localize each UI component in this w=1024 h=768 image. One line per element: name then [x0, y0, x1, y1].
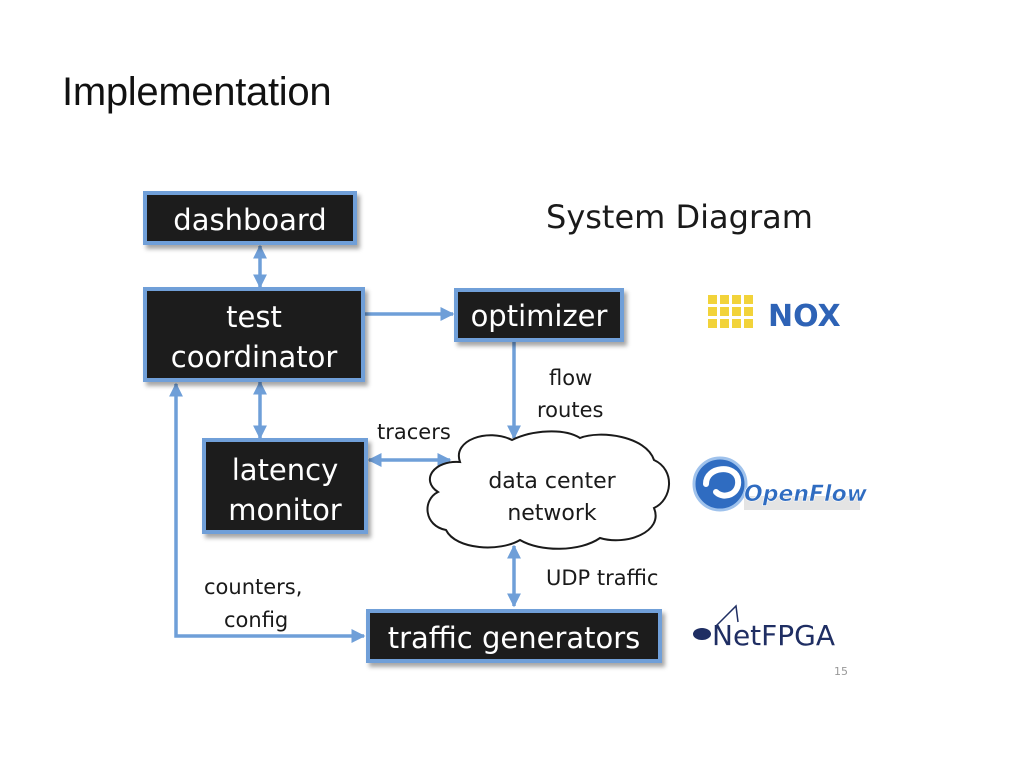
label-counters: counters,: [204, 575, 302, 599]
openflow-logo: OpenFlow: [692, 456, 868, 512]
arrow-counters-config: [169, 382, 366, 643]
page-number: 15: [834, 665, 848, 678]
label-udp-traffic: UDP traffic: [546, 566, 658, 590]
test-coordinator-line2: coordinator: [171, 340, 338, 374]
openflow-logo-text: OpenFlow: [744, 482, 868, 507]
netfpga-logo-text: NetFPGA: [712, 619, 835, 652]
label-config: config: [224, 608, 288, 632]
netfpga-logo: NetFPGA: [693, 604, 835, 652]
nox-logo-text: NOX: [768, 299, 841, 334]
nox-logo: NOX: [708, 295, 841, 334]
label-flow: flow: [549, 366, 592, 390]
nox-logo-mark: [708, 295, 753, 328]
cloud-label-line2: network: [507, 501, 597, 526]
dashboard-label: dashboard: [173, 203, 326, 237]
latency-monitor-box: latency monitor: [202, 438, 368, 534]
diagram-heading: System Diagram: [546, 198, 813, 236]
dashboard-box: dashboard: [143, 191, 357, 245]
optimizer-box: optimizer: [454, 288, 624, 342]
test-coordinator-line1: test: [226, 300, 282, 334]
label-routes: routes: [537, 398, 603, 422]
data-center-network-cloud: data center network: [426, 430, 670, 550]
cloud-label-line1: data center: [488, 469, 616, 494]
latency-monitor-line2: monitor: [228, 493, 342, 527]
test-coordinator-box: test coordinator: [143, 287, 365, 382]
traffic-generators-label: traffic generators: [388, 621, 641, 655]
slide-title: Implementation: [62, 70, 332, 114]
traffic-generators-box: traffic generators: [366, 609, 662, 663]
latency-monitor-line1: latency: [232, 453, 339, 487]
label-tracers: tracers: [377, 420, 451, 444]
optimizer-label: optimizer: [471, 299, 608, 333]
